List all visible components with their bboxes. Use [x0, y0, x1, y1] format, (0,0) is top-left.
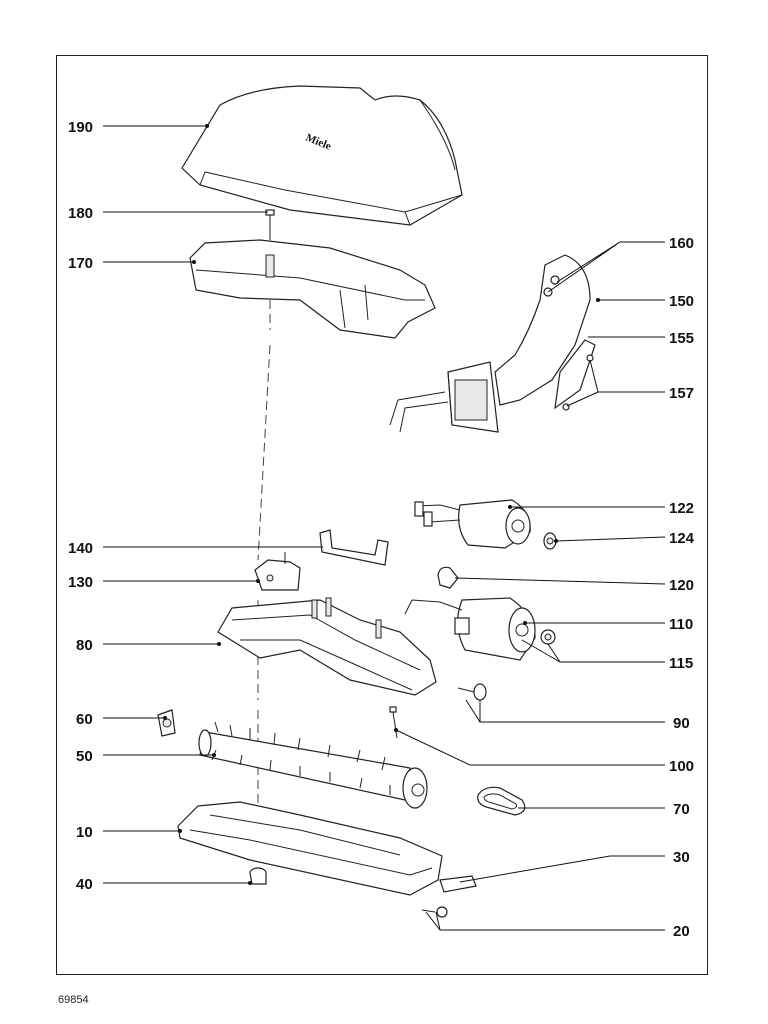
part-180-screw [265, 209, 275, 240]
part-122-small-motor [414, 499, 531, 549]
part-70-belt [477, 786, 526, 816]
document-number: 69854 [58, 994, 89, 1006]
label-10: 10 [76, 824, 93, 841]
part-labels: 190 180 170 160 150 155 157 122 124 140 … [68, 119, 695, 940]
assembly-axis-line [257, 300, 271, 820]
label-115: 115 [669, 655, 693, 672]
part-80-chassis [217, 597, 437, 696]
label-160: 160 [669, 235, 694, 252]
leader-dots [163, 124, 600, 885]
label-90: 90 [673, 715, 690, 732]
label-155: 155 [669, 330, 694, 347]
diagram-frame [56, 55, 708, 975]
part-150-handle-neck [389, 254, 596, 433]
label-190: 190 [68, 119, 93, 136]
part-130-switch [254, 552, 301, 591]
part-100-screw [389, 706, 398, 739]
part-40-foot [249, 867, 267, 885]
part-30-strip [439, 875, 477, 893]
label-170: 170 [68, 255, 93, 272]
label-140: 140 [68, 540, 93, 557]
label-130: 130 [68, 574, 93, 591]
part-120-clip [437, 566, 459, 589]
label-150: 150 [669, 293, 694, 310]
label-124: 124 [669, 530, 695, 547]
label-50: 50 [76, 748, 93, 765]
part-20-screw-washer [421, 906, 448, 918]
label-180: 180 [68, 205, 93, 222]
label-157: 157 [669, 385, 694, 402]
label-110: 110 [669, 616, 693, 633]
label-122: 122 [669, 500, 694, 517]
label-80: 80 [76, 637, 93, 654]
part-10-base-plate [177, 801, 443, 896]
part-170-housing-bracket [189, 239, 436, 339]
part-50-brush-roller [198, 721, 428, 809]
label-30: 30 [673, 849, 690, 866]
label-60: 60 [76, 711, 93, 728]
label-100: 100 [669, 758, 694, 775]
part-60-bearing [157, 709, 176, 737]
part-110-main-motor [404, 597, 536, 661]
part-140-bracket [319, 529, 389, 566]
label-20: 20 [673, 923, 690, 940]
part-124-pulley [543, 532, 557, 550]
label-120: 120 [669, 577, 694, 594]
label-70: 70 [673, 801, 690, 818]
part-115-nut [540, 629, 556, 645]
leader-lines [103, 125, 666, 931]
part-190-top-cover: Miele [181, 85, 463, 226]
label-40: 40 [76, 876, 93, 893]
part-90-knob [457, 683, 487, 701]
